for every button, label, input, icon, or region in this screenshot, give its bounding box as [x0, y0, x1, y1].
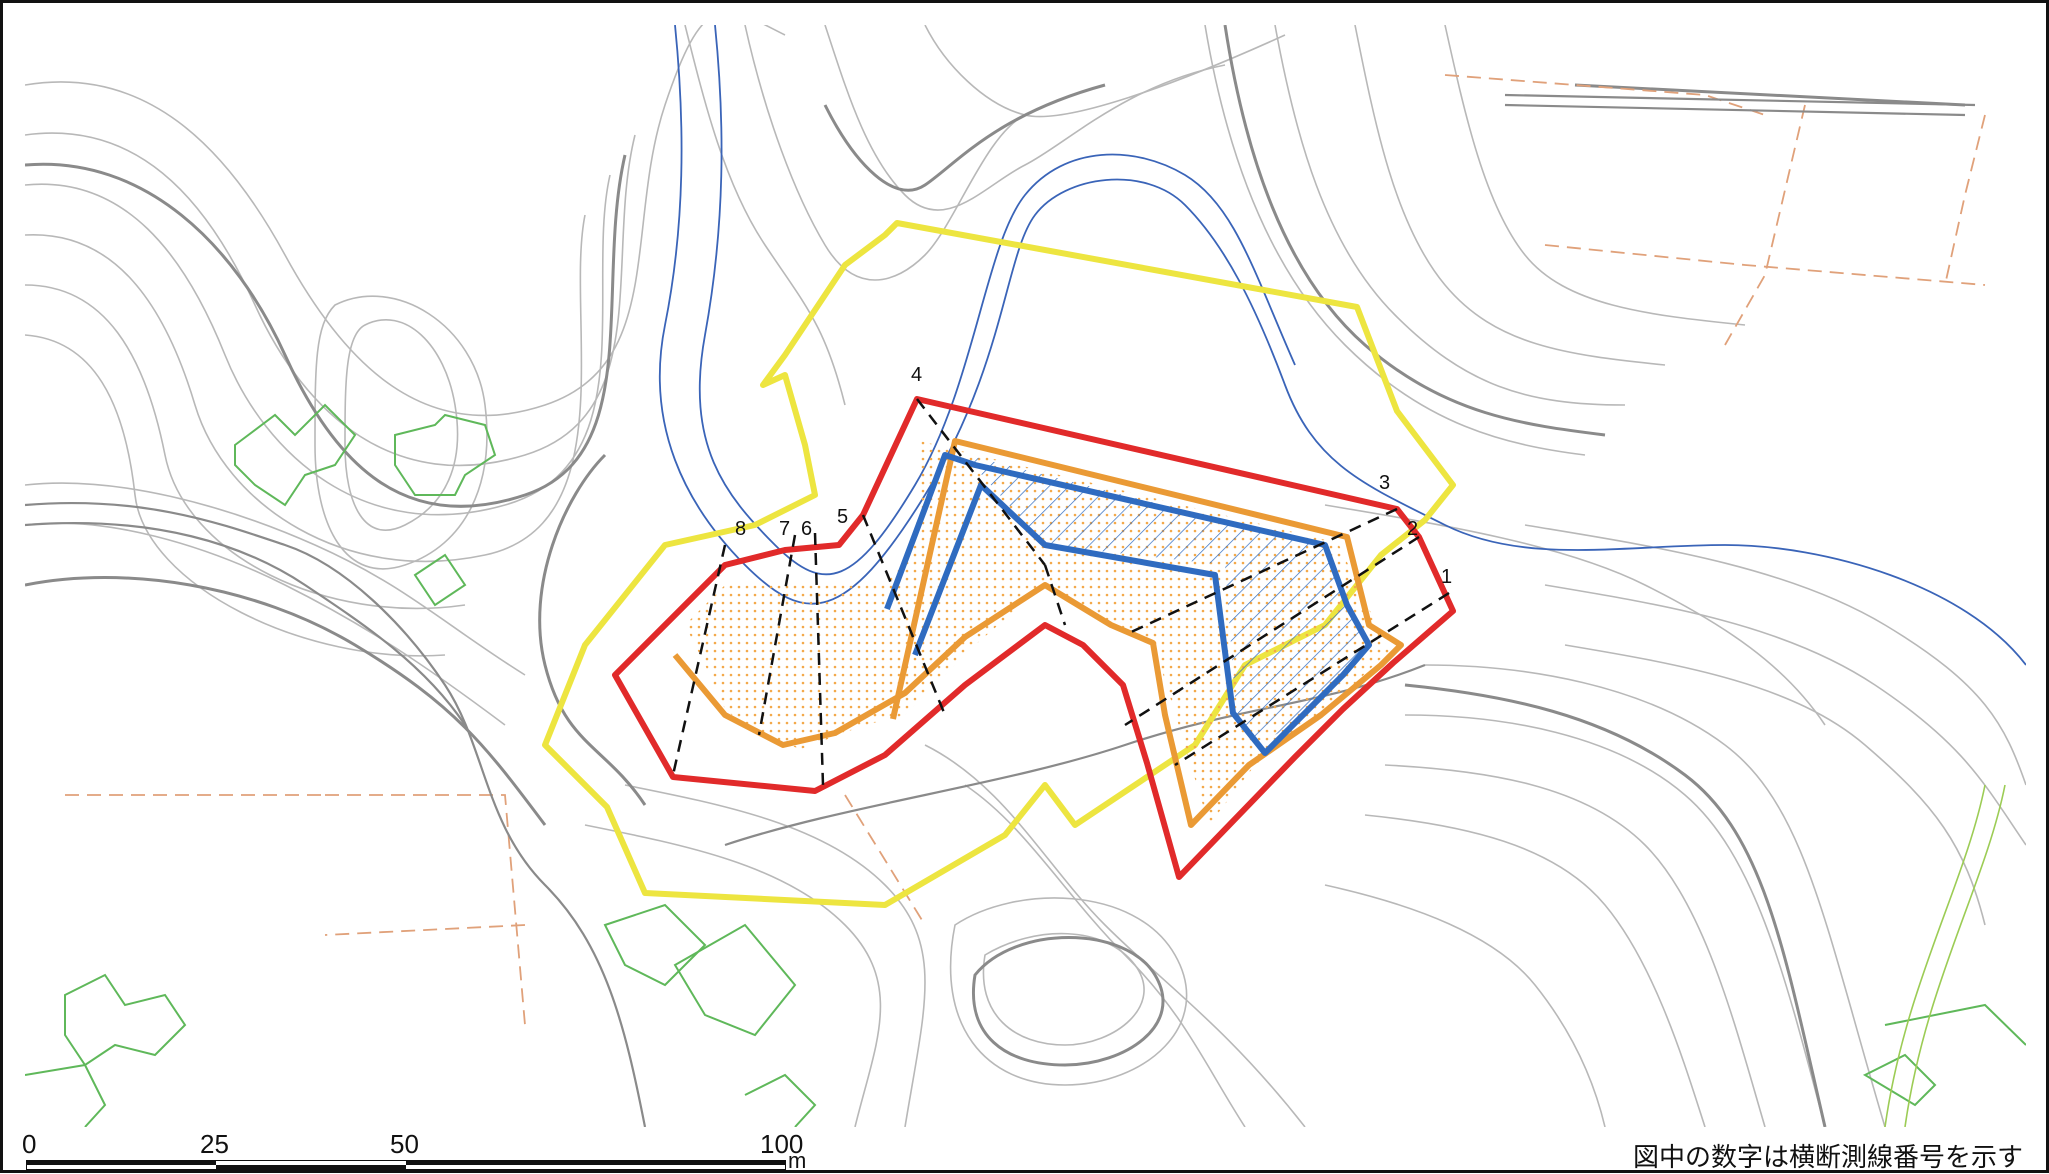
- survey-lines: [671, 398, 1450, 786]
- building-outlines: [25, 403, 2026, 1127]
- contour-lines: [25, 25, 2026, 1127]
- scale-tick-50: 50: [390, 1129, 419, 1159]
- section-label: 4: [911, 364, 922, 386]
- survey-line-1: [1174, 591, 1450, 767]
- survey-line-3: [1128, 507, 1398, 635]
- blue-boundary: [884, 452, 1372, 756]
- section-label: 5: [837, 506, 848, 528]
- scale-tick-0: 0: [22, 1129, 37, 1159]
- section-label: 7: [779, 518, 790, 540]
- scale-tick-100: 100: [760, 1129, 804, 1159]
- survey-line-5: [861, 514, 947, 716]
- section-label: 8: [735, 518, 746, 540]
- section-label: 3: [1379, 472, 1390, 494]
- survey-line-7: [757, 534, 797, 736]
- blue-hatched-area: [967, 455, 1370, 745]
- section-label: 2: [1407, 518, 1418, 540]
- streams: [658, 25, 2026, 666]
- section-label: 6: [801, 518, 812, 540]
- legend-note: 図中の数字は横断測線番号を示す: [1632, 1143, 2023, 1173]
- red-boundary: [612, 396, 1456, 880]
- scale-bar: [26, 1160, 786, 1170]
- topographic-map: 1 2 3 4 5 6 7 8: [25, 25, 2026, 1127]
- section-labels: 1 2 3 4 5 6 7 8: [735, 364, 1452, 588]
- watercourse: [1884, 784, 2006, 1127]
- survey-line-2: [1124, 535, 1420, 727]
- section-label: 1: [1441, 566, 1452, 588]
- yellow-boundary: [542, 220, 1456, 908]
- survey-line-4: [916, 398, 1046, 566]
- survey-line-6: [813, 532, 825, 786]
- survey-line-4b: [1043, 564, 1067, 626]
- scale-unit: m: [788, 1148, 807, 1173]
- orange-boundary: [672, 438, 1404, 828]
- parcel-boundaries: [65, 74, 1986, 1026]
- scale-tick-25: 25: [200, 1129, 229, 1159]
- index-contours: [25, 25, 1966, 1127]
